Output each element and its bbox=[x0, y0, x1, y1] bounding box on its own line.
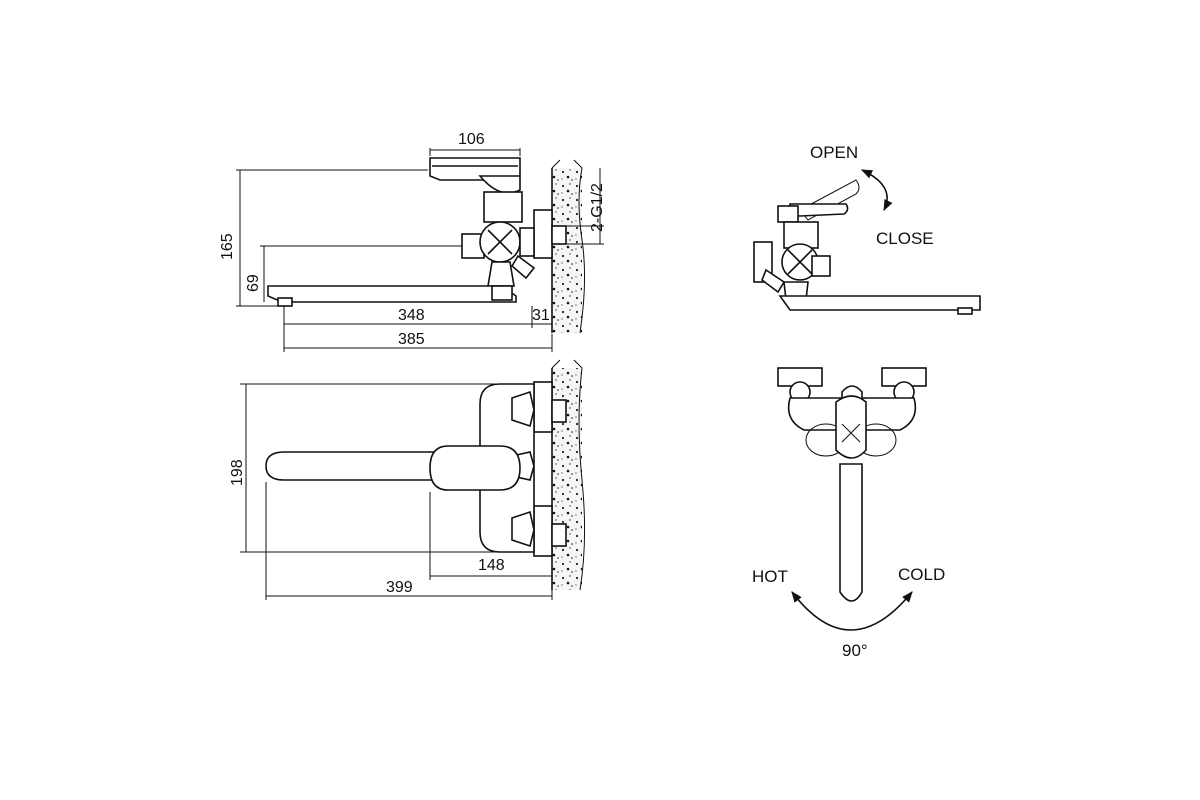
top-flange-lower bbox=[533, 505, 553, 557]
lever-handle bbox=[429, 157, 521, 194]
open-close-arrow bbox=[860, 169, 893, 212]
top-lever bbox=[429, 445, 521, 491]
lever-view-spout bbox=[778, 295, 981, 311]
mixer-body bbox=[461, 191, 536, 287]
open-label: OPEN bbox=[810, 143, 858, 162]
rotation-arrow bbox=[791, 591, 913, 631]
eccentric bbox=[551, 225, 567, 245]
dim-69: 69 bbox=[245, 274, 262, 292]
nut-upper bbox=[511, 390, 535, 428]
dim-31: 31 bbox=[532, 307, 550, 324]
close-label: CLOSE bbox=[876, 229, 934, 248]
dim-399: 399 bbox=[386, 579, 413, 596]
dimension-lines bbox=[236, 148, 604, 352]
nut-lower bbox=[511, 510, 535, 548]
dim-165: 165 bbox=[219, 233, 236, 260]
rotation-handle bbox=[835, 395, 867, 459]
wall-flange bbox=[533, 209, 553, 259]
side-view: 106 165 69 348 31 385 2-G1/2 bbox=[219, 131, 606, 352]
dim-106: 106 bbox=[458, 131, 485, 148]
rotation-view: HOT COLD 90° bbox=[752, 367, 945, 660]
top-view: 198 148 399 bbox=[229, 359, 586, 600]
hot-label: HOT bbox=[752, 567, 788, 586]
angle-label: 90° bbox=[842, 641, 868, 660]
thread-label: 2-G1/2 bbox=[589, 183, 606, 232]
wall-section-top bbox=[551, 359, 586, 591]
dim-385: 385 bbox=[398, 331, 425, 348]
dim-348: 348 bbox=[398, 307, 425, 324]
dim-148: 148 bbox=[478, 557, 505, 574]
lever-view: OPEN CLOSE bbox=[753, 143, 981, 315]
wall-section bbox=[551, 159, 586, 334]
dim-198: 198 bbox=[229, 459, 246, 486]
lever-open-position bbox=[799, 179, 860, 221]
dimension-lines-top bbox=[240, 383, 553, 600]
spout bbox=[267, 285, 517, 307]
cold-label: COLD bbox=[898, 565, 945, 584]
top-flange-upper bbox=[533, 381, 553, 433]
rotation-spout bbox=[839, 463, 863, 602]
